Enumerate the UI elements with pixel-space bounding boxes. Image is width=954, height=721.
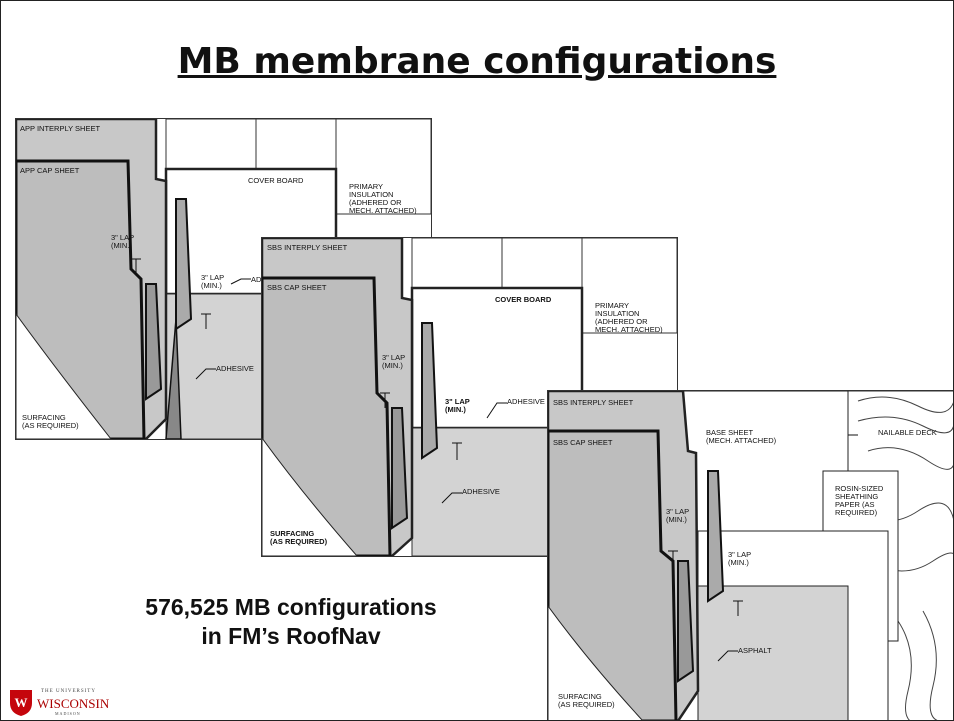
svg-text:W: W [15,695,28,710]
label-surfacing: SURFACING (AS REQUIRED) [270,529,328,546]
label-cap-sheet: APP CAP SHEET [20,166,80,175]
label-lap-1: 3" LAP (MIN.) [382,353,406,370]
label-adhesive: ADHESIVE [462,487,500,496]
membrane-diagram-nailable [548,391,953,720]
label-surfacing: SURFACING (AS REQUIRED) [22,413,79,430]
label-primary-insulation: PRIMARY INSULATION (ADHERED OR MECH. ATT… [349,182,417,215]
diagram-panel-app: APP INTERPLY SHEET APP CAP SHEET COVER B… [15,118,432,440]
caption-line-2: in FM’s RoofNav [201,623,381,649]
label-nailable-deck: NAILABLE DECK [878,428,937,437]
label-adhesive-partial: ADI [251,275,264,284]
label-adhesive-top: ADHESIVE [507,397,545,406]
caption: 576,525 MB configurations in FM’s RoofNa… [61,593,521,651]
label-interply-sheet: APP INTERPLY SHEET [20,124,101,133]
label-lap-2: 3" LAP (MIN.) [201,273,225,290]
logo-line-1: THE UNIVERSITY [41,689,96,694]
label-base-sheet: BASE SHEET (MECH. ATTACHED) [706,428,777,445]
label-surfacing: SURFACING (AS REQUIRED) [558,692,615,709]
diagram-panel-nailable: SBS INTERPLY SHEET SBS CAP SHEET BASE SH… [547,390,953,720]
label-cap-sheet: SBS CAP SHEET [267,283,327,292]
label-lap-1: 3" LAP (MIN.) [111,233,135,250]
label-lap-2: 3" LAP (MIN.) [445,397,470,414]
logo-line-3: MADISON [55,711,81,716]
label-lap-2: 3" LAP (MIN.) [728,550,752,567]
label-rosin-paper: ROSIN-SIZED SHEATHING PAPER (AS REQUIRED… [835,484,884,517]
label-primary-insulation: PRIMARY INSULATION (ADHERED OR MECH. ATT… [595,301,663,334]
membrane-diagram-app [16,119,431,439]
label-cover-board: COVER BOARD [248,176,304,185]
label-interply-sheet: SBS INTERPLY SHEET [267,243,348,252]
label-adhesive: ADHESIVE [216,364,254,373]
logo-line-2: WISCONSIN [37,696,110,711]
label-interply-sheet: SBS INTERPLY SHEET [553,398,634,407]
label-lap-1: 3" LAP (MIN.) [666,507,690,524]
crest-icon: W [10,690,32,716]
caption-line-1: 576,525 MB configurations [145,594,437,620]
university-logo: W THE UNIVERSITY WISCONSIN MADISON [7,687,117,717]
label-asphalt: ASPHALT [738,646,772,655]
label-cover-board: COVER BOARD [495,295,552,304]
slide-title: MB membrane configurations [177,41,777,82]
label-cap-sheet: SBS CAP SHEET [553,438,613,447]
